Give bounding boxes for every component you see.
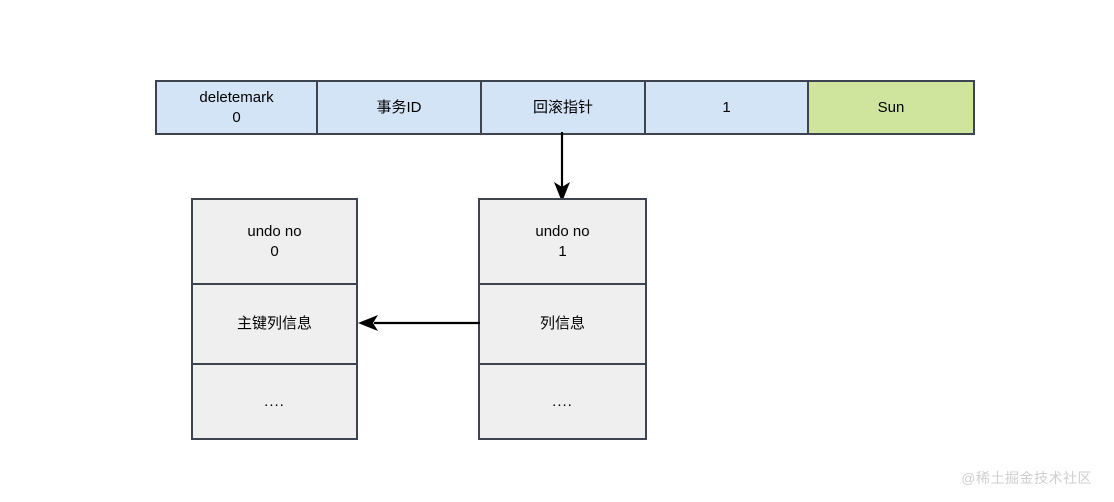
record-cell-column-one-label: 1 bbox=[722, 98, 731, 116]
record-cell-deletemark-value: 0 bbox=[232, 108, 241, 126]
record-cell-transaction-id-label: 事务ID bbox=[376, 98, 422, 116]
record-cell-rollback-pointer-label: 回滚指针 bbox=[532, 98, 593, 116]
undo-right-segment-more: .... bbox=[480, 365, 645, 438]
record-cell-transaction-id: 事务ID bbox=[318, 82, 482, 133]
record-cell-sun: Sun bbox=[809, 82, 973, 133]
record-cell-column-one: 1 bbox=[646, 82, 809, 133]
record-row: deletemark 0 事务ID 回滚指针 1 Sun bbox=[155, 80, 975, 135]
undo-right-header-value: 1 bbox=[558, 242, 567, 260]
undo-right-segment-column-info: 列信息 bbox=[480, 285, 645, 365]
undo-right-column-info-label: 列信息 bbox=[539, 315, 585, 333]
undo-left-primary-key-info-label: 主键列信息 bbox=[236, 315, 312, 333]
record-cell-rollback-pointer: 回滚指针 bbox=[482, 82, 646, 133]
undo-log-box-left: undo no 0 主键列信息 .... bbox=[191, 198, 358, 440]
record-cell-deletemark: deletemark 0 bbox=[157, 82, 318, 133]
undo-left-header-label: undo no bbox=[247, 223, 302, 240]
record-cell-deletemark-label: deletemark bbox=[199, 89, 274, 107]
undo-left-more-label: .... bbox=[264, 392, 285, 410]
undo-right-more-label: .... bbox=[552, 392, 573, 410]
undo-left-segment-more: .... bbox=[193, 365, 356, 438]
undo-log-box-right: undo no 1 列信息 .... bbox=[478, 198, 647, 440]
undo-chain-arrow bbox=[358, 315, 480, 331]
undo-right-header-label: undo no bbox=[535, 223, 590, 240]
undo-right-segment-header: undo no 1 bbox=[480, 200, 645, 285]
rollback-pointer-arrow bbox=[554, 132, 570, 202]
watermark: @稀土掘金技术社区 bbox=[961, 470, 1092, 486]
undo-left-header-value: 0 bbox=[270, 242, 279, 260]
record-cell-sun-label: Sun bbox=[877, 98, 905, 116]
undo-left-segment-header: undo no 0 bbox=[193, 200, 356, 285]
undo-left-segment-primary-key-info: 主键列信息 bbox=[193, 285, 356, 365]
